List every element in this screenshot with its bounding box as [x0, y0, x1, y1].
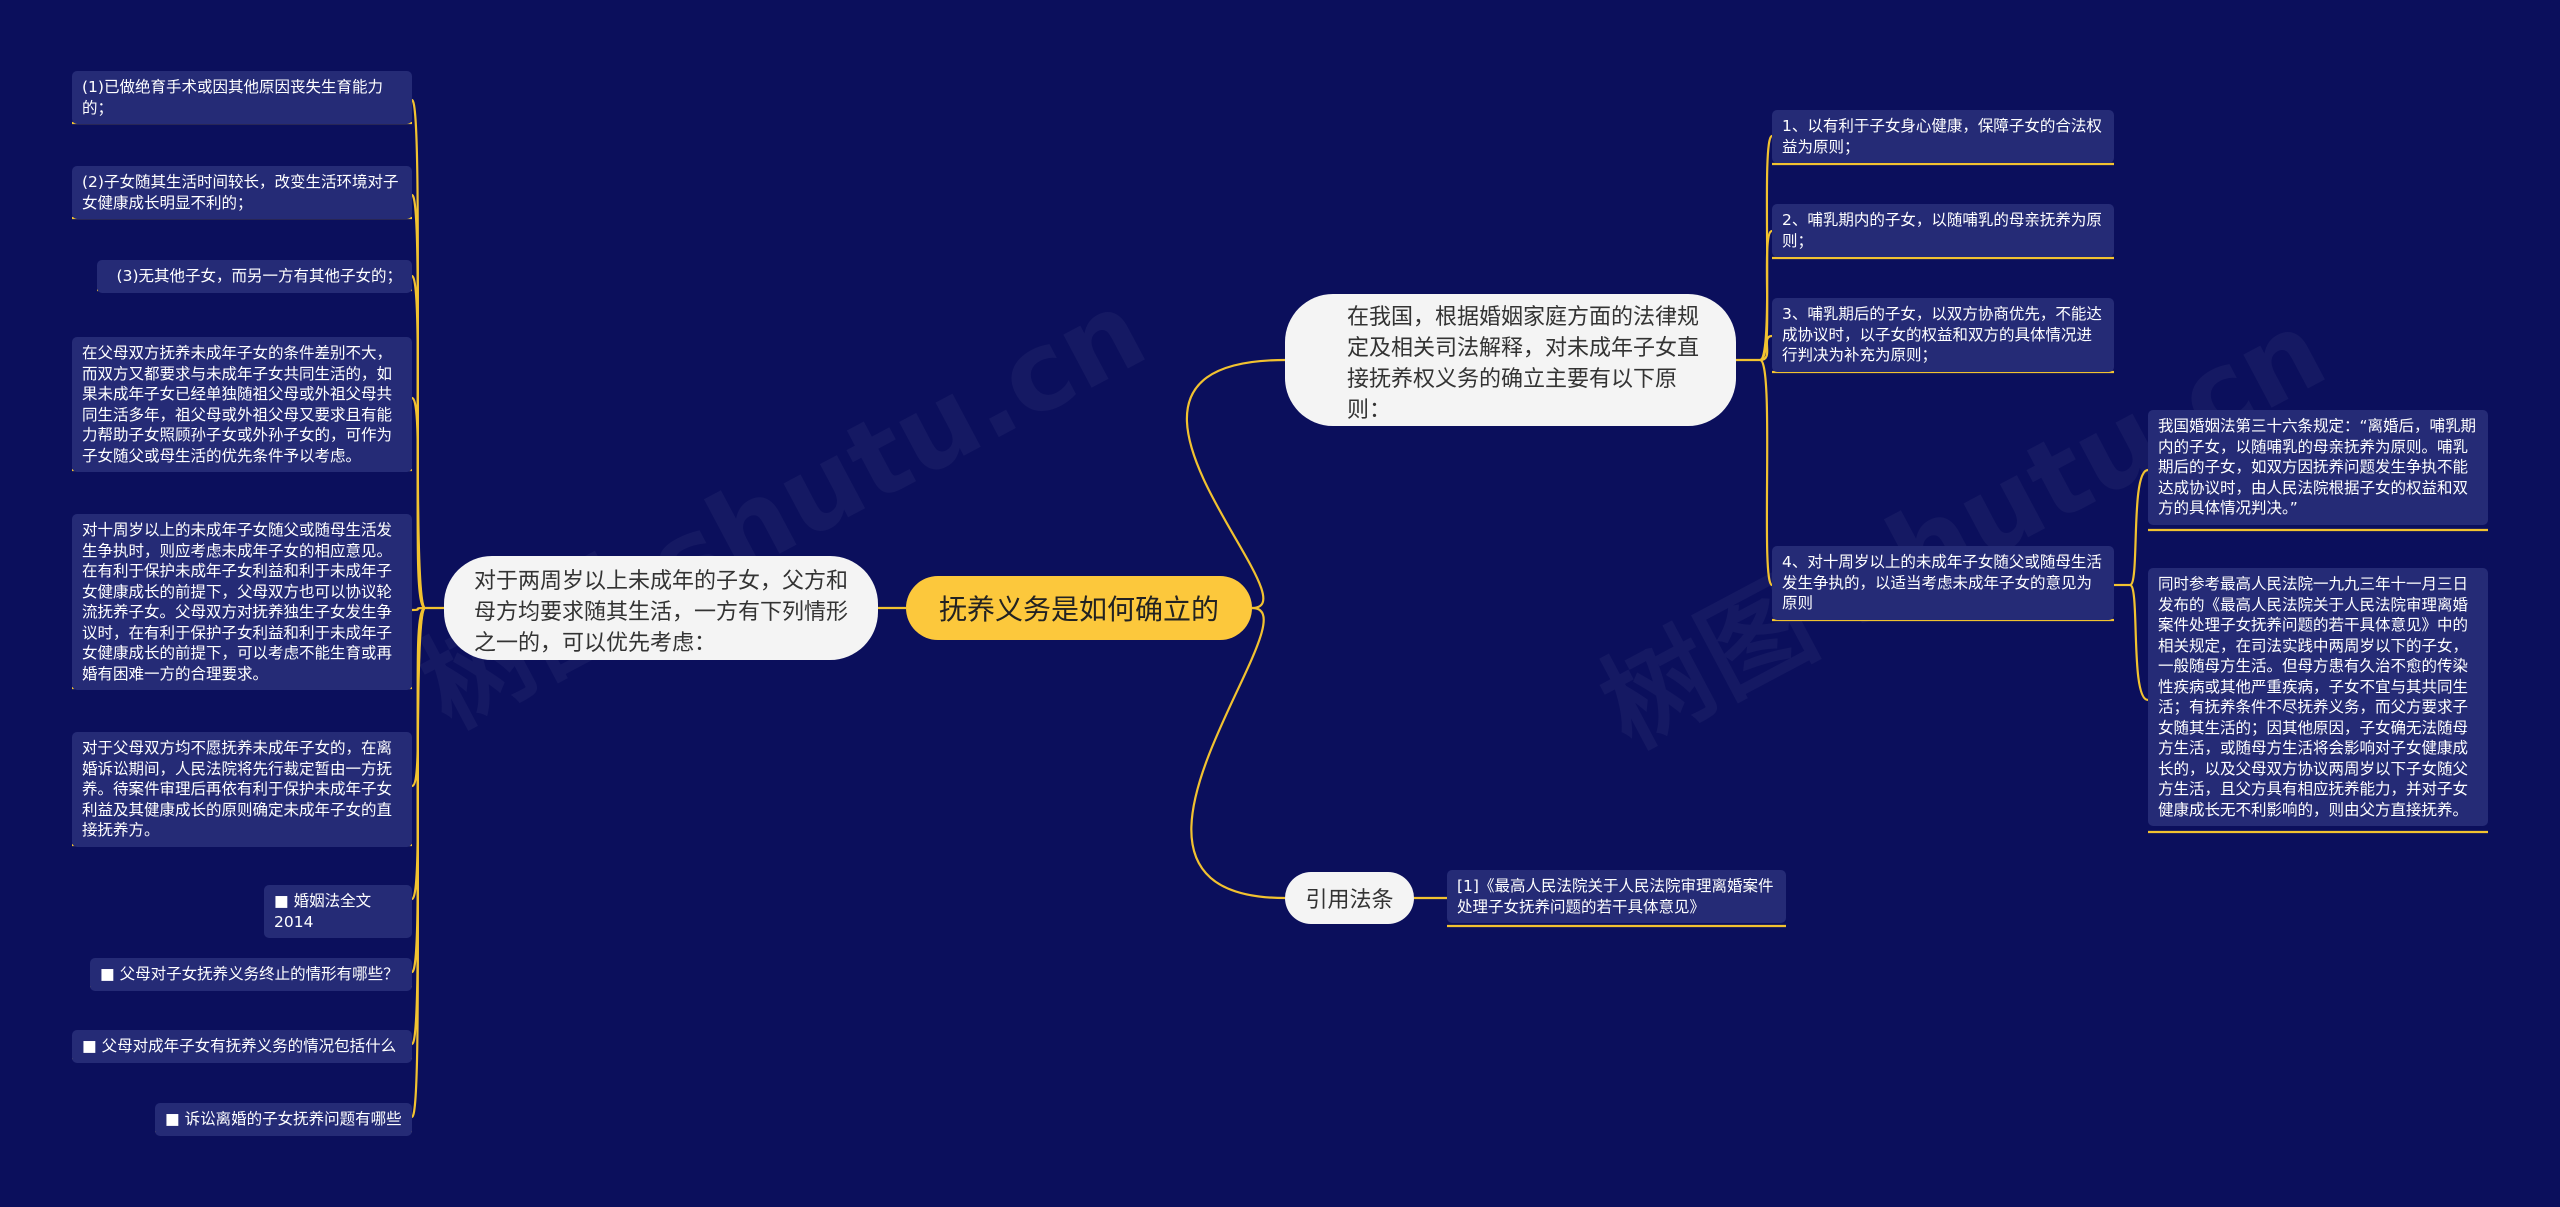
left-branch-topic[interactable]: 对于两周岁以上未成年的子女，父方和母方均要求随其生活，一方有下列情形之一的，可以…	[444, 556, 878, 660]
citation-leaf[interactable]: [1]《最高人民法院关于人民法院审理离婚案件处理子女抚养问题的若干具体意见》	[1447, 870, 1786, 923]
left-link-marriage-law[interactable]: ■ 婚姻法全文2014	[264, 885, 412, 938]
left-leaf-3[interactable]: (3)无其他子女，而另一方有其他子女的；	[97, 260, 412, 293]
citation-topic[interactable]: 引用法条	[1285, 872, 1414, 924]
right-leaf-3[interactable]: 3、哺乳期后的子女，以双方协商优先，不能达成协议时，以子女的权益和双方的具体情况…	[1772, 298, 2114, 372]
right-branch-topic[interactable]: 在我国，根据婚姻家庭方面的法律规定及相关司法解释，对未成年子女直接抚养权义务的确…	[1285, 294, 1736, 426]
left-link-litigation[interactable]: ■ 诉讼离婚的子女抚养问题有哪些	[155, 1103, 412, 1136]
root-topic[interactable]: 抚养义务是如何确立的	[906, 576, 1252, 640]
left-leaf-1[interactable]: (1)已做绝育手术或因其他原因丧失生育能力的；	[72, 71, 412, 124]
left-leaf-5[interactable]: 对十周岁以上的未成年子女随父或随母生活发生争执时，则应考虑未成年子女的相应意见。…	[72, 514, 412, 690]
left-leaf-2[interactable]: (2)子女随其生活时间较长，改变生活环境对子女健康成长明显不利的；	[72, 166, 412, 219]
sub-leaf-supreme-court-opinion[interactable]: 同时参考最高人民法院一九九三年十一月三日发布的《最高人民法院关于人民法院审理离婚…	[2148, 568, 2488, 826]
right-leaf-1[interactable]: 1、以有利于子女身心健康，保障子女的合法权益为原则；	[1772, 110, 2114, 163]
sub-leaf-article-36[interactable]: 我国婚姻法第三十六条规定：“离婚后，哺乳期内的子女，以随哺乳的母亲抚养为原则。哺…	[2148, 410, 2488, 525]
right-leaf-2[interactable]: 2、哺乳期内的子女，以随哺乳的母亲抚养为原则；	[1772, 204, 2114, 257]
left-link-adult-children[interactable]: ■ 父母对成年子女有抚养义务的情况包括什么	[72, 1030, 412, 1063]
left-link-termination[interactable]: ■ 父母对子女抚养义务终止的情形有哪些？	[90, 958, 412, 991]
left-leaf-6[interactable]: 对于父母双方均不愿抚养未成年子女的，在离婚诉讼期间，人民法院将先行裁定暂由一方抚…	[72, 732, 412, 847]
right-leaf-4[interactable]: 4、对十周岁以上的未成年子女随父或随母生活发生争执的，以适当考虑未成年子女的意见…	[1772, 546, 2114, 620]
left-leaf-4[interactable]: 在父母双方抚养未成年子女的条件差别不大，而双方又都要求与未成年子女共同生活的，如…	[72, 337, 412, 472]
